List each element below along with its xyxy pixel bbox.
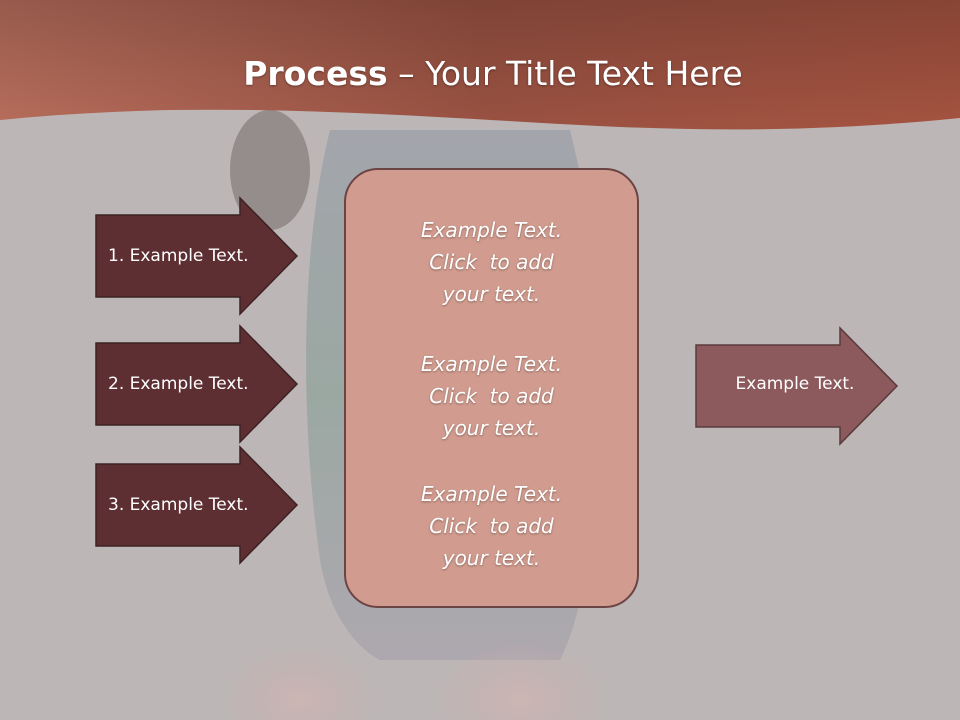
text-line: Example Text.	[420, 218, 563, 242]
text-line: your text.	[442, 416, 541, 440]
center-text-block-2: Example Text. Click to add your text.	[346, 348, 637, 444]
center-text-block-3: Example Text. Click to add your text.	[346, 478, 637, 574]
text-line: Example Text.	[420, 482, 563, 506]
arrow-right-shape	[95, 445, 299, 565]
arrow-right-shape	[95, 196, 299, 316]
title-bold-text: Process	[243, 54, 388, 93]
text-line: Example Text.	[420, 352, 563, 376]
process-arrow-2[interactable]: 2. Example Text.	[95, 324, 299, 444]
process-arrow-1-label: 1. Example Text.	[108, 246, 249, 266]
text-line: your text.	[442, 282, 541, 306]
arrow-right-shape	[695, 326, 899, 446]
center-text-block-1: Example Text. Click to add your text.	[346, 214, 637, 310]
process-arrow-3-label: 3. Example Text.	[108, 495, 249, 515]
process-arrow-2-label: 2. Example Text.	[108, 374, 249, 394]
text-line: Click to add	[429, 514, 554, 538]
text-line: Click to add	[429, 384, 554, 408]
text-line: Click to add	[429, 250, 554, 274]
process-arrow-1[interactable]: 1. Example Text.	[95, 196, 299, 316]
title-rest-text: – Your Title Text Here	[387, 54, 743, 93]
arrow-right-shape	[95, 324, 299, 444]
result-arrow[interactable]: Example Text.	[695, 326, 899, 446]
center-text-box[interactable]: Example Text. Click to add your text. Ex…	[344, 168, 639, 608]
process-arrow-3[interactable]: 3. Example Text.	[95, 445, 299, 565]
slide-title[interactable]: Process – Your Title Text Here	[0, 52, 960, 96]
text-line: your text.	[442, 546, 541, 570]
header-band	[0, 0, 960, 130]
result-arrow-label: Example Text.	[735, 374, 855, 394]
